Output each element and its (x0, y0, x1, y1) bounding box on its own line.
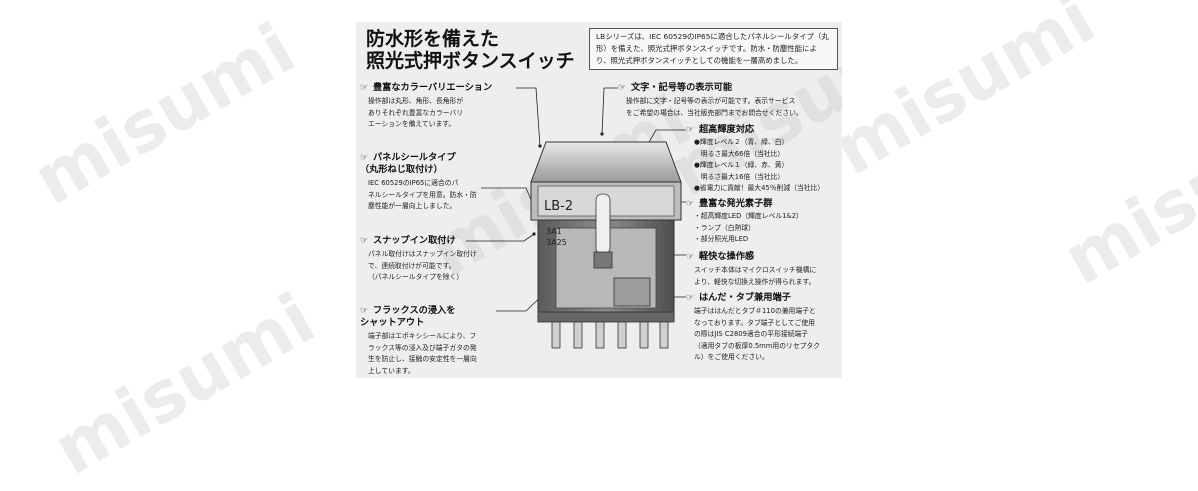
feature-text: 操作部に文字・記号等の表示が可能です。表示サービス をご希望の場合は、当社販売部… (626, 97, 803, 117)
terminal (573, 321, 583, 349)
list-item: ・超高輝度LED（輝度レベル1&2） (694, 212, 803, 220)
feature-heading: ☞はんだ・タブ兼用端子 (686, 292, 791, 303)
pointing-hand-icon: ☞ (360, 306, 369, 316)
pointing-hand-icon: ☞ (686, 252, 695, 262)
feature-high-brightness: ☞超高輝度対応 ●輝度レベル２（青、緑、白） 明るさ最大66倍（当社比） ●輝度… (686, 124, 840, 195)
switch-rating-label: 3A25 (546, 238, 567, 247)
pointing-hand-icon: ☞ (360, 236, 369, 246)
feature-list: ●輝度レベル２（青、緑、白） 明るさ最大66倍（当社比） ●輝度レベル１（緑、赤… (694, 137, 840, 195)
feature-light-elements: ☞豊富な発光素子群 ・超高輝度LED（輝度レベル1&2） ・ランプ（白熱球） ・… (686, 198, 840, 246)
list-item: ●輝度レベル１（緑、赤、黄） 明るさ最大16倍（当社比） (694, 161, 789, 181)
feature-color-variation: ☞豊富なカラーバリエーション 操作部は丸形、角形、長角形が ありそれぞれ豊富なカ… (360, 82, 510, 131)
terminal (659, 321, 669, 349)
watermark: misumi (20, 7, 309, 222)
terminal (617, 321, 627, 349)
list-item: ●省電力に貢献！最大45％削減（当社比） (694, 184, 825, 192)
terminal (551, 321, 561, 349)
feature-text: IEC 60529のIP65に適合のパ ネルシールタイプを用意。防水・防 塵性能… (368, 179, 477, 210)
lamp (595, 193, 611, 255)
switch-illustration: LB-2 3A1 3A25 (530, 141, 682, 349)
feature-solder-tab-terminal: ☞はんだ・タブ兼用端子 端子ははんだとタブ＃110の兼用端子と なっております。… (686, 292, 840, 364)
feature-heading: ☞スナップイン取付け (360, 235, 456, 246)
feature-heading: ☞軽快な操作感 (686, 251, 755, 262)
feature-heading: ☞豊富な発光素子群 (686, 198, 773, 209)
feature-heading: ☞超高輝度対応 (686, 124, 755, 135)
list-item: ●輝度レベル２（青、緑、白） 明るさ最大66倍（当社比） (694, 138, 789, 158)
switch-rating-label: 3A1 (546, 227, 562, 236)
feature-text: 端子部はエポキシシールにより、フ ラックス等の浸入及び端子ガタの発 生を防止し、… (368, 332, 477, 375)
pointing-hand-icon: ☞ (686, 125, 695, 135)
pointing-hand-icon: ☞ (686, 199, 695, 209)
title-line-2: 照光式押ボタンスイッチ (366, 50, 575, 72)
list-item: ・ランプ（白熱球） (694, 223, 755, 232)
feature-snap-in: ☞スナップイン取付け パネル取付けはスナップイン取付け で、連続取付けが可能です… (360, 235, 510, 284)
seal (537, 311, 675, 323)
feature-flux-shutout: ☞フラックスの浸入を シャットアウト 端子部はエポキシシールにより、フ ラックス… (360, 305, 510, 377)
page-title: 防水形を備えた 照光式押ボタンスイッチ (366, 28, 575, 72)
feature-heading: ☞豊富なカラーバリエーション (360, 82, 493, 93)
lamp-base (593, 251, 613, 269)
terminal (639, 321, 649, 349)
feature-symbol-display: ☞文字・記号等の表示可能 操作部に文字・記号等の表示が可能です。表示サービス を… (618, 82, 840, 119)
feature-heading: ☞フラックスの浸入を シャットアウト (360, 305, 456, 328)
switch-model-label: LB-2 (544, 199, 573, 214)
pointing-hand-icon: ☞ (360, 153, 369, 163)
feature-heading: ☞文字・記号等の表示可能 (618, 82, 733, 93)
pointing-hand-icon: ☞ (686, 293, 695, 303)
switch-cap (530, 141, 682, 183)
watermark: misumi (820, 0, 1109, 192)
pointing-hand-icon: ☞ (618, 83, 627, 93)
terminal (595, 321, 605, 349)
feature-text: 操作部は丸形、角形、長角形が ありそれぞれ豊富なカラーバリ エーションを備えてい… (368, 97, 464, 128)
feature-panel-seal: ☞パネルシールタイプ （丸形ねじ取付け） IEC 60529のIP65に適合のパ… (360, 152, 510, 213)
watermark: misumi (40, 277, 329, 491)
list-item: ・部分照光用LED (694, 235, 749, 243)
watermark: misumi (1050, 87, 1198, 302)
feature-light-operation: ☞軽快な操作感 スイッチ本体はマイクロスイッチ機構に より、軽快な切換え操作が得… (686, 251, 840, 288)
feature-text: パネル取付けはスナップイン取付け で、連続取付けが可能です。 （パネルシールタイ… (368, 250, 477, 281)
product-feature-panel: misumi misumi 防水形を備えた 照光式押ボタンスイッチ LBシリーズ… (356, 22, 842, 378)
feature-heading: ☞パネルシールタイプ （丸形ねじ取付け） (360, 152, 456, 175)
title-line-1: 防水形を備えた (366, 28, 500, 50)
feature-text: スイッチ本体はマイクロスイッチ機構に より、軽快な切換え操作が得られます。 (694, 266, 817, 286)
micro-switch (613, 277, 651, 307)
pointing-hand-icon: ☞ (360, 83, 369, 93)
intro-box: LBシリーズは、IEC 60529のIP65に適合したパネルシールタイプ（丸形）… (589, 28, 838, 70)
feature-text: 端子ははんだとタブ＃110の兼用端子と なっております。タブ端子としてご使用 の… (694, 307, 821, 361)
feature-list: ・超高輝度LED（輝度レベル1&2） ・ランプ（白熱球） ・部分照光用LED (694, 211, 840, 246)
